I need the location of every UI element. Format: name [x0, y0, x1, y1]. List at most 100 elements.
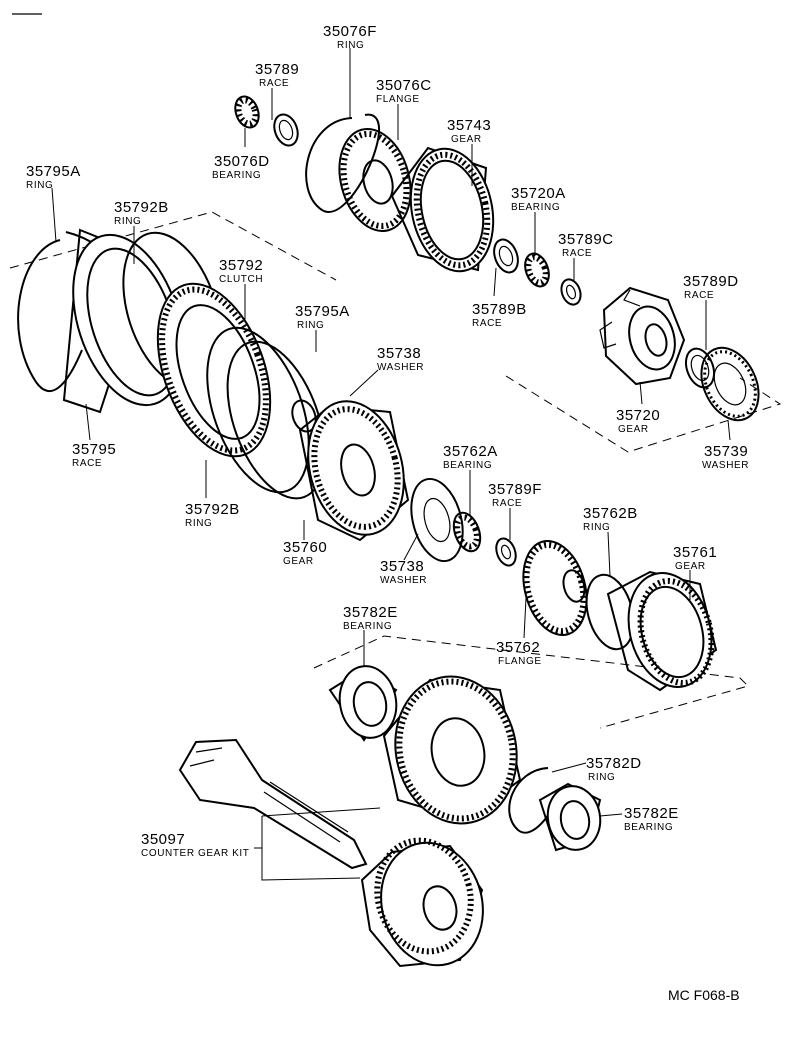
part-name: RACE [684, 290, 714, 301]
callout-35782d-ring: 35782D RING [586, 755, 642, 783]
part-number: 35789F [488, 481, 542, 498]
part-number: 35720 [616, 407, 660, 424]
callout-35789b-race: 35789B RACE [472, 301, 527, 329]
callout-35738-washer-upper: 35738 WASHER [377, 345, 424, 373]
callout-35076f-ring: 35076F RING [323, 23, 377, 51]
callout-35789f-race: 35789F RACE [488, 481, 542, 509]
part-name: GEAR [283, 556, 314, 567]
leader-lines [51, 48, 731, 881]
part-number: 35789C [558, 231, 614, 248]
callout-35782e-bearing-lower: 35782E BEARING [624, 805, 679, 833]
part-gear-35761 [606, 570, 718, 692]
part-gear-35743 [390, 146, 495, 273]
part-name: CLUTCH [219, 274, 263, 285]
part-number: 35789D [683, 273, 739, 290]
callout-35789-race: 35789 RACE [255, 61, 299, 89]
callout-35762-flange: 35762 FLANGE [496, 639, 541, 667]
part-washer-35739 [700, 346, 760, 422]
part-name: BEARING [212, 170, 261, 181]
part-number: 35743 [447, 117, 491, 134]
part-bearing-35720a [524, 252, 550, 288]
callout-35782e-bearing-upper: 35782E BEARING [343, 604, 398, 632]
part-name: RING [185, 518, 212, 529]
part-number: 35097 [141, 831, 185, 848]
part-number: 35076F [323, 23, 377, 40]
callout-35792-clutch: 35792 CLUTCH [219, 257, 263, 285]
part-number: 35782E [624, 805, 679, 822]
part-name: GEAR [451, 134, 482, 145]
part-number: 35782D [586, 755, 642, 772]
part-number: 35762A [443, 443, 498, 460]
callout-35761-gear: 35761 GEAR [673, 544, 717, 572]
callout-35076d-bearing: 35076D BEARING [212, 153, 269, 181]
part-name: GEAR [675, 561, 706, 572]
part-name: COUNTER GEAR KIT [141, 848, 250, 859]
part-ring-35792b-lower [206, 326, 310, 494]
part-number: 35795 [72, 441, 116, 458]
part-ring-35795a-mid [226, 340, 326, 500]
part-ring-35076f [305, 113, 380, 213]
part-race-35789f [495, 537, 517, 567]
callout-35762b-ring: 35762B RING [583, 505, 638, 533]
part-counter-gear [382, 675, 522, 825]
part-number: 35760 [283, 539, 327, 556]
part-gear-35720 [599, 286, 686, 386]
callout-35792b-ring-lower: 35792B RING [185, 501, 239, 529]
part-number: 35076C [376, 77, 432, 94]
part-flange-35076c [338, 128, 412, 232]
part-bearing-35782e-upper [328, 665, 398, 742]
callout-35789c-race: 35789C RACE [558, 231, 614, 259]
part-race-35789c [560, 278, 582, 306]
part-flange-35762 [522, 539, 588, 637]
part-counter-driven-gear [360, 837, 484, 968]
callout-35739-washer: 35739 WASHER [702, 443, 749, 471]
part-gear-35760 [298, 400, 410, 542]
part-number: 35795A [295, 303, 350, 320]
part-name: FLANGE [376, 94, 420, 105]
callout-35760-gear: 35760 GEAR [283, 539, 327, 567]
callout-35720-gear: 35720 GEAR [616, 407, 660, 435]
subassembly-outline-lower [313, 635, 749, 729]
part-washer-35738-upper [291, 399, 317, 433]
part-race-35789 [273, 113, 299, 147]
part-name: WASHER [702, 460, 749, 471]
part-number: 35720A [511, 185, 566, 202]
part-number: 35761 [673, 544, 717, 561]
part-number: 35762 [496, 639, 540, 656]
part-name: GEAR [618, 424, 649, 435]
part-number: 35762B [583, 505, 638, 522]
callout-35720a-bearing: 35720A BEARING [511, 185, 566, 213]
part-number: 35789B [472, 301, 527, 318]
part-name: RING [583, 522, 610, 533]
part-name: RING [26, 180, 53, 191]
part-number: 35792B [114, 199, 169, 216]
part-bearing-35782e-lower [538, 782, 602, 852]
callout-35795a-ring-mid: 35795A RING [295, 303, 350, 331]
part-number: 35739 [704, 443, 748, 460]
callout-35795-race: 35795 RACE [72, 441, 116, 469]
part-race-35789b [493, 238, 519, 274]
part-name: RACE [492, 498, 522, 509]
part-name: RACE [472, 318, 502, 329]
part-bearing-35762a [452, 511, 482, 553]
callout-35792b-ring-upper: 35792B RING [114, 199, 169, 227]
subassembly-outline-upper [9, 211, 337, 281]
part-name: WASHER [377, 362, 424, 373]
callout-35738-washer-lower: 35738 WASHER [380, 558, 427, 586]
part-name: RING [588, 772, 615, 783]
part-counter-shaft [178, 738, 368, 870]
part-name: BEARING [511, 202, 560, 213]
part-number: 35792 [219, 257, 263, 274]
part-name: BEARING [624, 822, 673, 833]
part-washer-35738-lower [410, 477, 464, 563]
callout-35076c-flange: 35076C FLANGE [376, 77, 432, 105]
part-name: RACE [72, 458, 102, 469]
part-name: RING [297, 320, 324, 331]
part-number: 35782E [343, 604, 398, 621]
diagram-code: MC F068-B [668, 987, 740, 1003]
part-name: RACE [259, 78, 289, 89]
part-bearing-35076d [234, 95, 260, 129]
callout-35789d-race: 35789D RACE [683, 273, 739, 301]
part-name: BEARING [443, 460, 492, 471]
